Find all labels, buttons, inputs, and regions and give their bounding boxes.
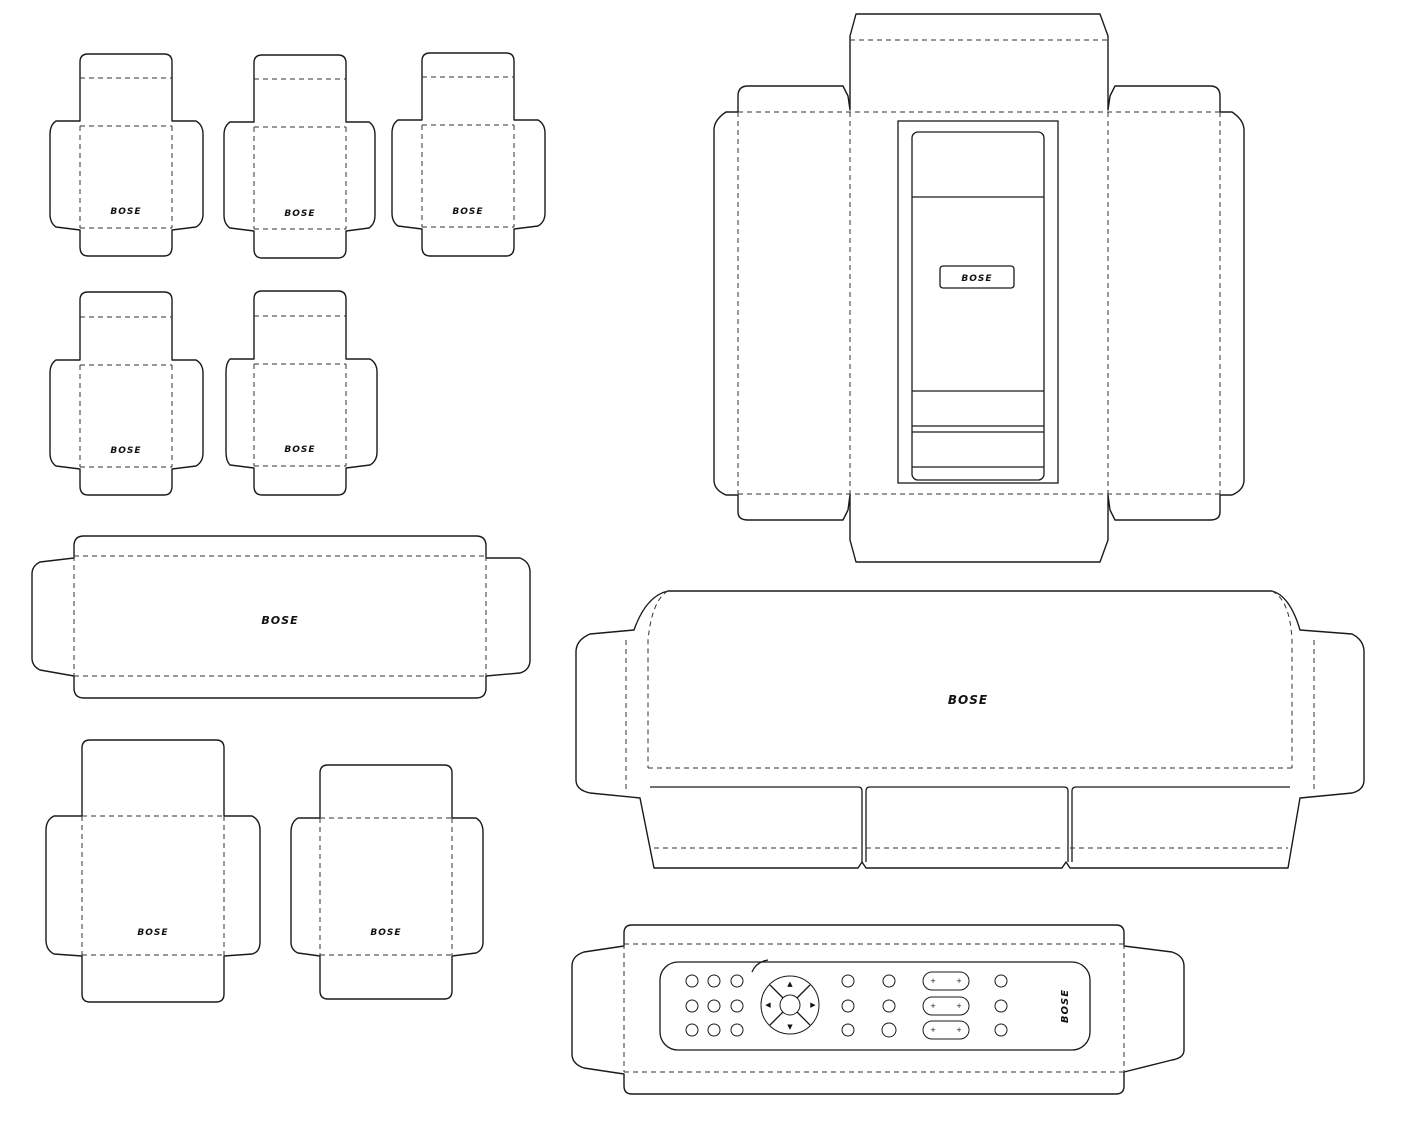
plus-icon: + (956, 1002, 962, 1010)
square-template-b: BOSE (290, 764, 484, 1000)
plus-icon: + (930, 977, 936, 985)
remote-dpad: ▲ ▼ ◀ ▶ (760, 975, 820, 1035)
bose-logo: BOSE (261, 614, 298, 627)
down-arrow-icon: ▼ (787, 1023, 793, 1031)
small-speaker-template-2: BOSE (223, 54, 376, 259)
plus-icon: + (956, 977, 962, 985)
small-speaker-template-1: BOSE (49, 53, 204, 257)
remote-template: ▲ ▼ ◀ ▶ + + + + + + BOSE (571, 924, 1185, 1095)
subwoofer-face-outer (897, 120, 1059, 484)
right-arrow-icon: ▶ (810, 1001, 816, 1009)
bose-logo: BOSE (284, 209, 315, 219)
bose-logo: BOSE (961, 274, 992, 284)
remote-body-outline (659, 961, 1091, 1051)
plus-icon: + (930, 1002, 936, 1010)
console-template: BOSE (575, 590, 1365, 869)
bose-logo: BOSE (370, 928, 401, 938)
plus-icon: + (956, 1026, 962, 1034)
subwoofer-face-inner (911, 131, 1045, 481)
bose-logo: BOSE (284, 445, 315, 455)
bose-logo: BOSE (948, 693, 988, 707)
bose-logo: BOSE (110, 446, 141, 456)
up-arrow-icon: ▲ (787, 980, 793, 988)
bose-logo: BOSE (1060, 989, 1071, 1023)
remote-number-buttons (685, 974, 744, 1037)
small-speaker-template-4: BOSE (49, 291, 204, 496)
plus-icon: + (930, 1026, 936, 1034)
bose-logo: BOSE (110, 207, 141, 217)
subwoofer-logo-badge (939, 265, 1015, 289)
small-speaker-template-3: BOSE (391, 52, 546, 257)
bose-logo: BOSE (137, 928, 168, 938)
bose-logo: BOSE (452, 207, 483, 217)
soundbar-template: BOSE (31, 535, 531, 699)
remote-function-buttons (841, 974, 1008, 1038)
small-speaker-template-5: BOSE (225, 290, 378, 496)
remote-rocker-buttons: + + + + + + (922, 971, 970, 1040)
left-arrow-icon: ◀ (765, 1001, 771, 1009)
square-template-a: BOSE (45, 739, 261, 1003)
subwoofer-template: BOSE (713, 13, 1245, 563)
